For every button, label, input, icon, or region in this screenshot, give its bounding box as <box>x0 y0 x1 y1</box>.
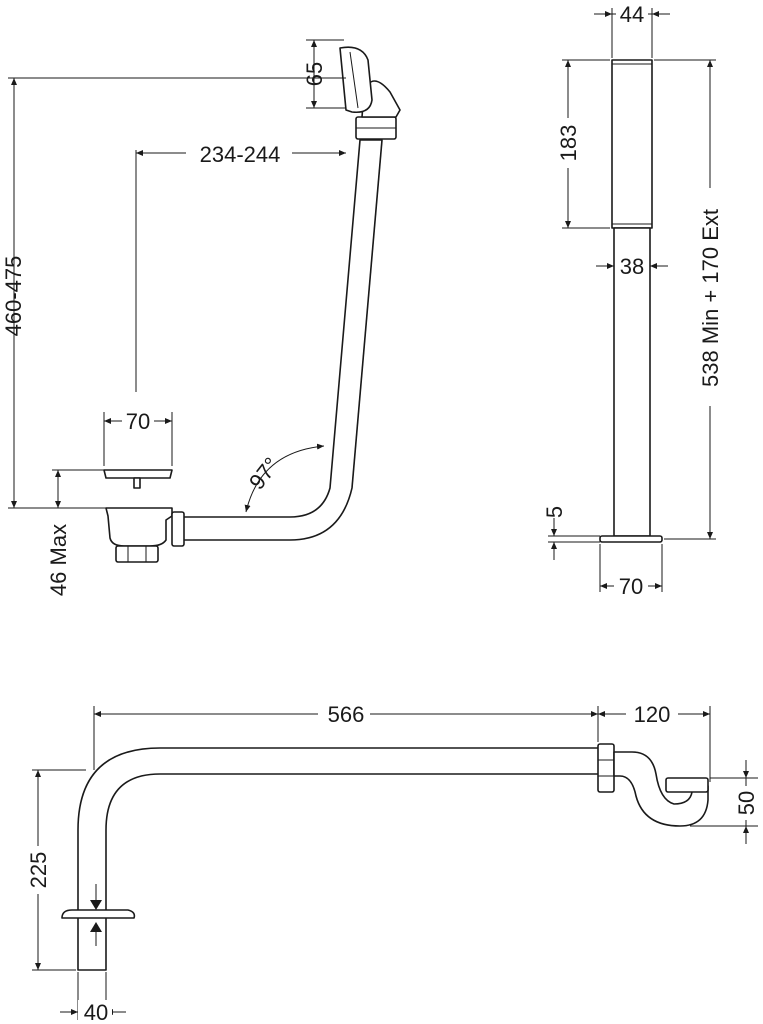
dim-handle-height: 65 <box>302 39 346 109</box>
dim-stand-base-width: 70 <box>599 544 663 599</box>
riser-diameter-label: 40 <box>84 1000 108 1024</box>
dim-stand-base-thickness: 5 <box>542 506 600 560</box>
standpipe-upper <box>611 59 653 229</box>
stand-upper-length-label: 183 <box>556 125 581 162</box>
stand-base-width-label: 70 <box>619 574 643 599</box>
trap-length-label: 120 <box>634 702 671 727</box>
waste-depth-label: 46 Max <box>46 524 71 596</box>
stand-top-width-label: 44 <box>620 2 644 27</box>
stand-pipe-diameter-label: 38 <box>620 254 644 279</box>
waste-to-overflow-label: 234-244 <box>200 142 281 167</box>
dim-trap-length: 120 <box>598 702 711 782</box>
dim-waste-depth: 46 Max <box>46 469 104 596</box>
trap-drop-label: 50 <box>734 791 759 815</box>
dim-plug-diameter: 70 <box>103 409 173 466</box>
flow-arrows <box>90 884 102 946</box>
standpipe-lower <box>613 227 651 537</box>
trap-nut <box>597 743 615 793</box>
pipe-trap-view: 566 120 225 50 <box>26 702 760 1024</box>
stand-total-length-label: 538 Min + 170 Ext <box>698 209 723 387</box>
trap-outlet <box>665 777 709 793</box>
side-elevation-view: 65 460-475 234-244 70 97° <box>1 39 401 596</box>
dim-waste-to-overflow: 234-244 <box>135 140 346 392</box>
stand-base-thickness-label: 5 <box>542 506 567 518</box>
dim-overall-height: 460-475 <box>1 77 346 509</box>
dim-angle: 97° <box>244 443 325 513</box>
plug <box>103 469 173 489</box>
standpipe-view: 44 183 38 538 Min + 170 Ext <box>542 2 724 599</box>
dim-stand-top-width: 44 <box>594 2 670 58</box>
dim-riser-height: 225 <box>26 769 86 971</box>
dim-pipe-length: 566 <box>93 702 599 770</box>
riser-height-label: 225 <box>26 852 51 889</box>
overall-height-label: 460-475 <box>1 256 26 337</box>
riser-flange <box>61 909 136 919</box>
waste-body <box>105 507 185 563</box>
overflow-pipe <box>181 139 383 541</box>
angle-label: 97° <box>244 453 284 495</box>
plug-diameter-label: 70 <box>126 409 150 434</box>
pipe-length-label: 566 <box>328 702 365 727</box>
dim-stand-total-length: 538 Min + 170 Ext <box>654 59 724 540</box>
dim-trap-drop: 50 <box>690 760 760 844</box>
dim-stand-pipe-diameter: 38 <box>596 254 668 279</box>
riser-pipe <box>77 747 603 971</box>
handle-height-label: 65 <box>302 62 327 86</box>
overflow-handle <box>339 46 401 118</box>
dim-riser-diameter: 40 <box>60 972 126 1024</box>
standpipe-base <box>599 535 663 543</box>
dim-stand-upper-length: 183 <box>556 59 610 229</box>
